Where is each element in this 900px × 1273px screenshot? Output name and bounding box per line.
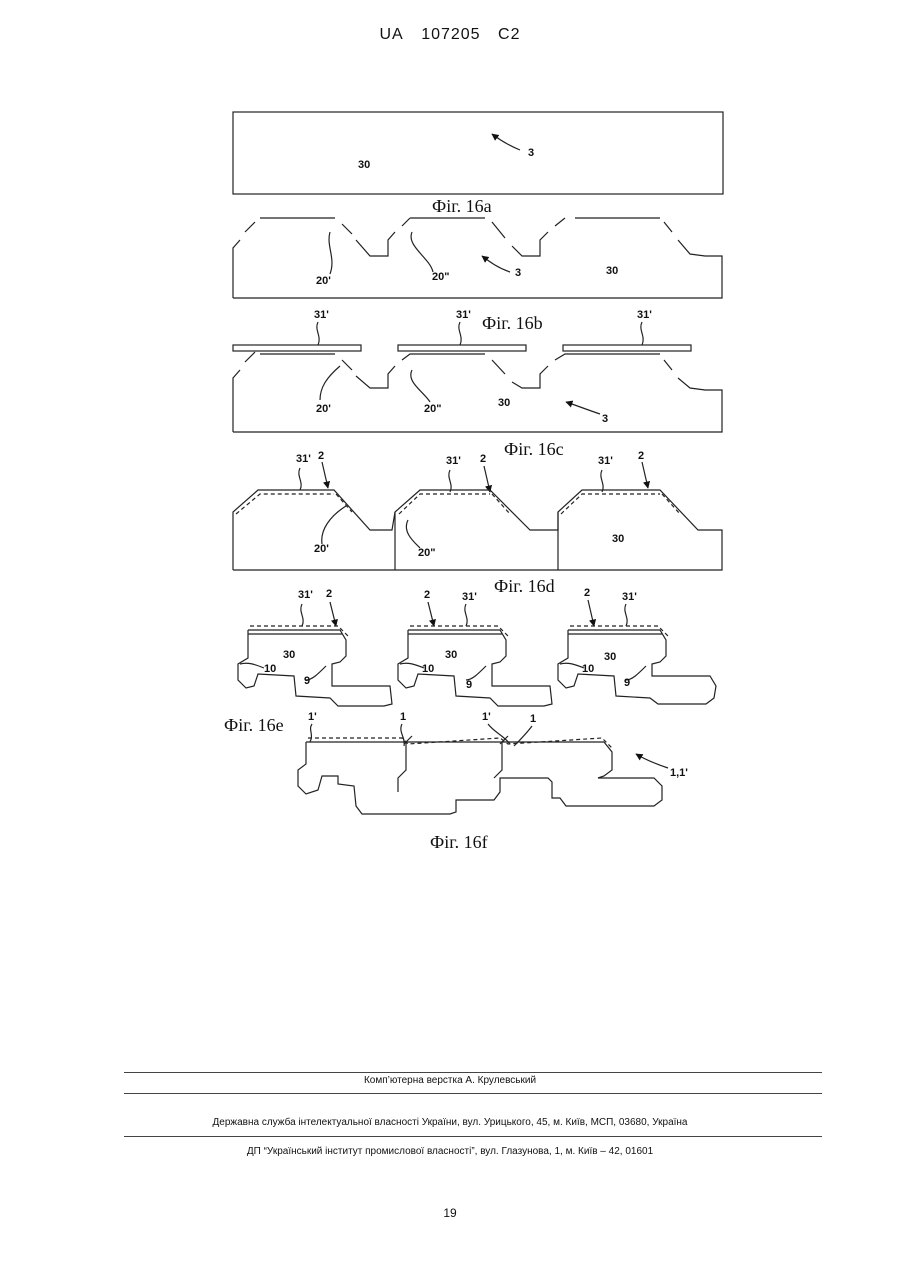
label-p2-groove: 9 xyxy=(466,679,472,691)
footer-typesetting: Комп’ютерна верстка А. Крулевський xyxy=(0,1075,900,1086)
label-film2: 31' xyxy=(446,455,461,467)
label-l4: 1 xyxy=(530,713,536,725)
label-l1: 1' xyxy=(308,711,317,723)
caption-16e: Фіг. 16e xyxy=(224,715,284,735)
footer-office: Державна служба інтелектуальної власност… xyxy=(0,1117,900,1128)
label-l3: 1' xyxy=(482,711,491,723)
panel-1: 30 10 9 xyxy=(238,626,392,706)
label-film3: 31' xyxy=(637,309,652,321)
panel-3: 30 10 9 xyxy=(558,626,716,704)
label-l2: 1 xyxy=(400,711,406,723)
label-ref: 3 xyxy=(515,267,521,279)
reference-arrow xyxy=(492,134,520,150)
patent-drawings: 30 3 Фіг. 16a 20' 20" 3 30 31' 31' 31' Ф… xyxy=(0,0,900,900)
label-arrow1: 2 xyxy=(318,450,324,462)
label-film3: 31' xyxy=(598,455,613,467)
drawing-sheet: 30 3 Фіг. 16a 20' 20" 3 30 31' 31' 31' Ф… xyxy=(0,0,900,900)
panel-2: 30 10 9 xyxy=(398,626,552,706)
label-p2-film: 31' xyxy=(462,591,477,603)
reference-arrow xyxy=(482,256,510,272)
label-ref: 3 xyxy=(602,413,608,425)
label-film2: 31' xyxy=(456,309,471,321)
reference-arrow xyxy=(636,754,668,768)
figure-16d: 31' 2 31' 2 31' 2 20' 20" 30 Фіг. 16d xyxy=(233,450,722,596)
figure-16b: 20' 20" 3 30 xyxy=(233,218,722,298)
leader-20b xyxy=(411,232,433,272)
label-p1-arrow: 2 xyxy=(326,588,332,600)
label-arrow2: 2 xyxy=(480,453,486,465)
label-p3-part: 30 xyxy=(604,651,616,663)
label-part: 30 xyxy=(612,533,624,545)
page-number: 19 xyxy=(0,1206,900,1220)
footer-institute: ДП “Український інститут промислової вла… xyxy=(0,1146,900,1157)
caption-16c: Фіг. 16c xyxy=(504,439,564,459)
footer-divider xyxy=(124,1093,822,1094)
leader-20b xyxy=(411,370,430,402)
label-p2-tongue: 10 xyxy=(422,663,434,675)
label-p1-groove: 9 xyxy=(304,675,310,687)
film-sheet xyxy=(563,345,691,351)
film-sheet xyxy=(398,345,526,351)
label-p2-part: 30 xyxy=(445,649,457,661)
film-sheet xyxy=(233,345,361,351)
label-p1-part: 30 xyxy=(283,649,295,661)
label-p3-film: 31' xyxy=(622,591,637,603)
label-part: 30 xyxy=(358,159,370,171)
caption-16f: Фіг. 16f xyxy=(430,832,488,852)
caption-16d: Фіг. 16d xyxy=(494,576,555,596)
leader-20a xyxy=(329,232,332,274)
label-groove1: 20' xyxy=(316,275,331,287)
caption-16b: Фіг. 16b xyxy=(482,313,543,333)
label-p1-tongue: 10 xyxy=(264,663,276,675)
reference-arrow xyxy=(566,402,600,414)
label-p3-arrow: 2 xyxy=(584,587,590,599)
leader-20a xyxy=(320,366,340,400)
label-p2-arrow: 2 xyxy=(424,589,430,601)
label-p3-groove: 9 xyxy=(624,677,630,689)
label-film1: 31' xyxy=(314,309,329,321)
label-groove1: 20' xyxy=(314,543,329,555)
label-ref: 3 xyxy=(528,147,534,159)
label-groove2: 20" xyxy=(418,547,435,559)
label-groove2: 20" xyxy=(432,271,449,283)
board-blank xyxy=(233,112,723,194)
label-arrow3: 2 xyxy=(638,450,644,462)
label-part: 30 xyxy=(498,397,510,409)
footer-divider xyxy=(124,1136,822,1137)
figure-16a: 30 3 Фіг. 16a xyxy=(233,112,723,216)
footer-divider xyxy=(124,1072,822,1073)
figure-16f: 1' 1 1' 1 1,1' Фіг. 16f xyxy=(298,711,688,852)
figure-16c: 31' 31' 31' Фіг. 16b 20' 20" 30 3 Фіг. 1… xyxy=(233,309,722,459)
label-p1-film: 31' xyxy=(298,589,313,601)
label-part: 30 xyxy=(606,265,618,277)
label-film1: 31' xyxy=(296,453,311,465)
label-groove1: 20' xyxy=(316,403,331,415)
caption-16a: Фіг. 16a xyxy=(432,196,492,216)
label-ref: 1,1' xyxy=(670,767,688,779)
label-groove2: 20" xyxy=(424,403,441,415)
figure-16e: 31' 2 2 31' 2 31' 30 10 9 xyxy=(224,587,716,735)
label-p3-tongue: 10 xyxy=(582,663,594,675)
